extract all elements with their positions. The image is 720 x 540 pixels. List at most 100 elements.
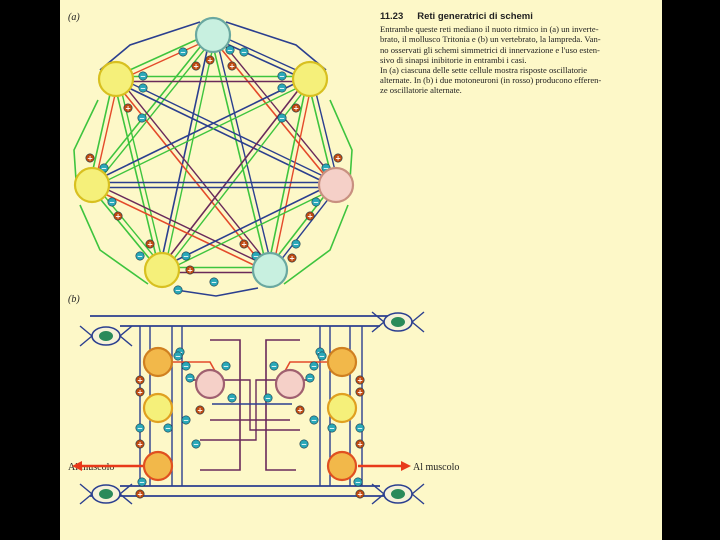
synapse-sign: + bbox=[357, 389, 363, 397]
synapse-sign: − bbox=[271, 363, 277, 371]
network-link bbox=[93, 36, 216, 188]
caption-title: Reti generatrici di schemi bbox=[417, 11, 533, 22]
synapse-dot bbox=[277, 113, 287, 123]
network-link bbox=[267, 182, 335, 269]
synapse-dot bbox=[309, 415, 319, 425]
neuron-cell bbox=[317, 166, 355, 204]
synapse-dot bbox=[355, 439, 365, 449]
synapse-sign: − bbox=[137, 253, 143, 261]
synapse-dot bbox=[309, 361, 319, 371]
inhibitory-synapse-icon: − bbox=[263, 393, 273, 403]
neuron-dendrite bbox=[411, 321, 425, 333]
network-link bbox=[266, 78, 309, 270]
synapse-dot bbox=[209, 277, 219, 287]
sensory-neuron-nucleus bbox=[99, 489, 113, 499]
inhibitory-synapse-icon: − bbox=[178, 47, 188, 57]
crossing-path bbox=[200, 339, 241, 471]
synapse-sign: − bbox=[323, 165, 329, 173]
excitatory-synapse-icon: + bbox=[355, 375, 365, 385]
network-link bbox=[90, 186, 270, 273]
synapse-dot bbox=[355, 489, 365, 499]
synapse-sign: + bbox=[297, 407, 303, 415]
excitatory-synapse-icon: + bbox=[227, 61, 237, 71]
inhibitory-synapse-icon: − bbox=[355, 423, 365, 433]
synapse-sign: + bbox=[307, 213, 313, 221]
inhibitory-synapse-icon: − bbox=[138, 83, 148, 93]
synapse-dot bbox=[205, 55, 215, 65]
sensory-neuron-nucleus bbox=[391, 489, 405, 499]
excitatory-synapse-icon: + bbox=[355, 439, 365, 449]
neuron-cell bbox=[194, 16, 232, 54]
synapse-dot bbox=[277, 71, 287, 81]
synapse-dot bbox=[305, 211, 315, 221]
synapse-dot bbox=[327, 423, 337, 433]
network-link bbox=[271, 79, 314, 271]
synapse-sign: − bbox=[175, 287, 181, 295]
inhibitory-synapse-icon: − bbox=[181, 251, 191, 261]
synapse-dot bbox=[287, 253, 297, 263]
inhibitory-synapse-icon: − bbox=[137, 477, 147, 487]
inhibitory-synapse-icon: − bbox=[107, 197, 117, 207]
network-link bbox=[160, 182, 336, 269]
synapse-dot bbox=[353, 477, 363, 487]
inhibitory-synapse-icon: − bbox=[277, 71, 287, 81]
synapse-sign: + bbox=[87, 155, 93, 163]
synapse-sign: − bbox=[140, 73, 146, 81]
synapse-sign: + bbox=[137, 389, 143, 397]
caption-line: brato, il mollusco Tritonia e (b) un ver… bbox=[380, 34, 601, 45]
network-link bbox=[214, 34, 274, 270]
network-link bbox=[214, 32, 339, 184]
synapse-sign: − bbox=[279, 115, 285, 123]
synapse-sign: − bbox=[137, 425, 143, 433]
synapse-dot bbox=[181, 251, 191, 261]
synapse-sign: + bbox=[197, 407, 203, 415]
synapse-dot bbox=[178, 47, 188, 57]
excitatory-synapse-icon: + bbox=[191, 61, 201, 71]
synapse-sign: − bbox=[139, 115, 145, 123]
excitatory-synapse-icon: + bbox=[333, 153, 343, 163]
interneuron-cell bbox=[274, 368, 306, 400]
caption-line: ze oscillatorie alternate. bbox=[380, 85, 462, 96]
excitatory-synapse-icon: + bbox=[113, 211, 123, 221]
synapse-dot bbox=[181, 361, 191, 371]
synapse-dot bbox=[227, 61, 237, 71]
synapse-sign: − bbox=[301, 441, 307, 449]
excitatory-synapse-icon: + bbox=[295, 405, 305, 415]
synapse-sign: + bbox=[137, 441, 143, 449]
synapse-sign: − bbox=[357, 425, 363, 433]
inhibitory-synapse-icon: − bbox=[181, 361, 191, 371]
inhibitory-synapse-icon: − bbox=[309, 361, 319, 371]
excitatory-synapse-icon: + bbox=[135, 439, 145, 449]
tritonia-network-diagram: −++−−−−−+−+−+−+−−+−++−−++−+−−−−+ bbox=[73, 16, 355, 297]
synapse-dot bbox=[173, 351, 183, 361]
network-link bbox=[117, 76, 273, 269]
inhibitory-synapse-icon: − bbox=[135, 251, 145, 261]
neuron-dendrite bbox=[79, 493, 93, 505]
panel-b-label: (b) bbox=[68, 294, 80, 305]
synapse-sign: + bbox=[137, 491, 143, 499]
synapse-sign: − bbox=[193, 441, 199, 449]
synapse-dot bbox=[355, 423, 365, 433]
synapse-sign: − bbox=[183, 417, 189, 425]
neuron-cell bbox=[142, 346, 174, 378]
excitatory-synapse-icon: + bbox=[195, 405, 205, 415]
synapse-sign: + bbox=[137, 377, 143, 385]
synapse-dot bbox=[355, 387, 365, 397]
synapse-dot bbox=[291, 103, 301, 113]
synapse-sign: + bbox=[293, 105, 299, 113]
synapse-sign: − bbox=[265, 395, 271, 403]
synapse-sign: + bbox=[115, 213, 121, 221]
inhibitory-synapse-icon: − bbox=[137, 113, 147, 123]
outer-ring-path bbox=[99, 21, 201, 71]
network-link bbox=[209, 35, 269, 271]
network-link bbox=[112, 79, 161, 271]
synapse-sign: − bbox=[355, 479, 361, 487]
synapse-dot bbox=[145, 239, 155, 249]
network-link bbox=[90, 76, 310, 184]
neuron-dendrite bbox=[119, 335, 133, 347]
neuron-dendrite bbox=[411, 493, 425, 505]
motoneuron-cell bbox=[142, 450, 174, 482]
synapse-dot bbox=[305, 373, 315, 383]
synapse-sign: − bbox=[293, 241, 299, 249]
synapse-dot bbox=[191, 439, 201, 449]
